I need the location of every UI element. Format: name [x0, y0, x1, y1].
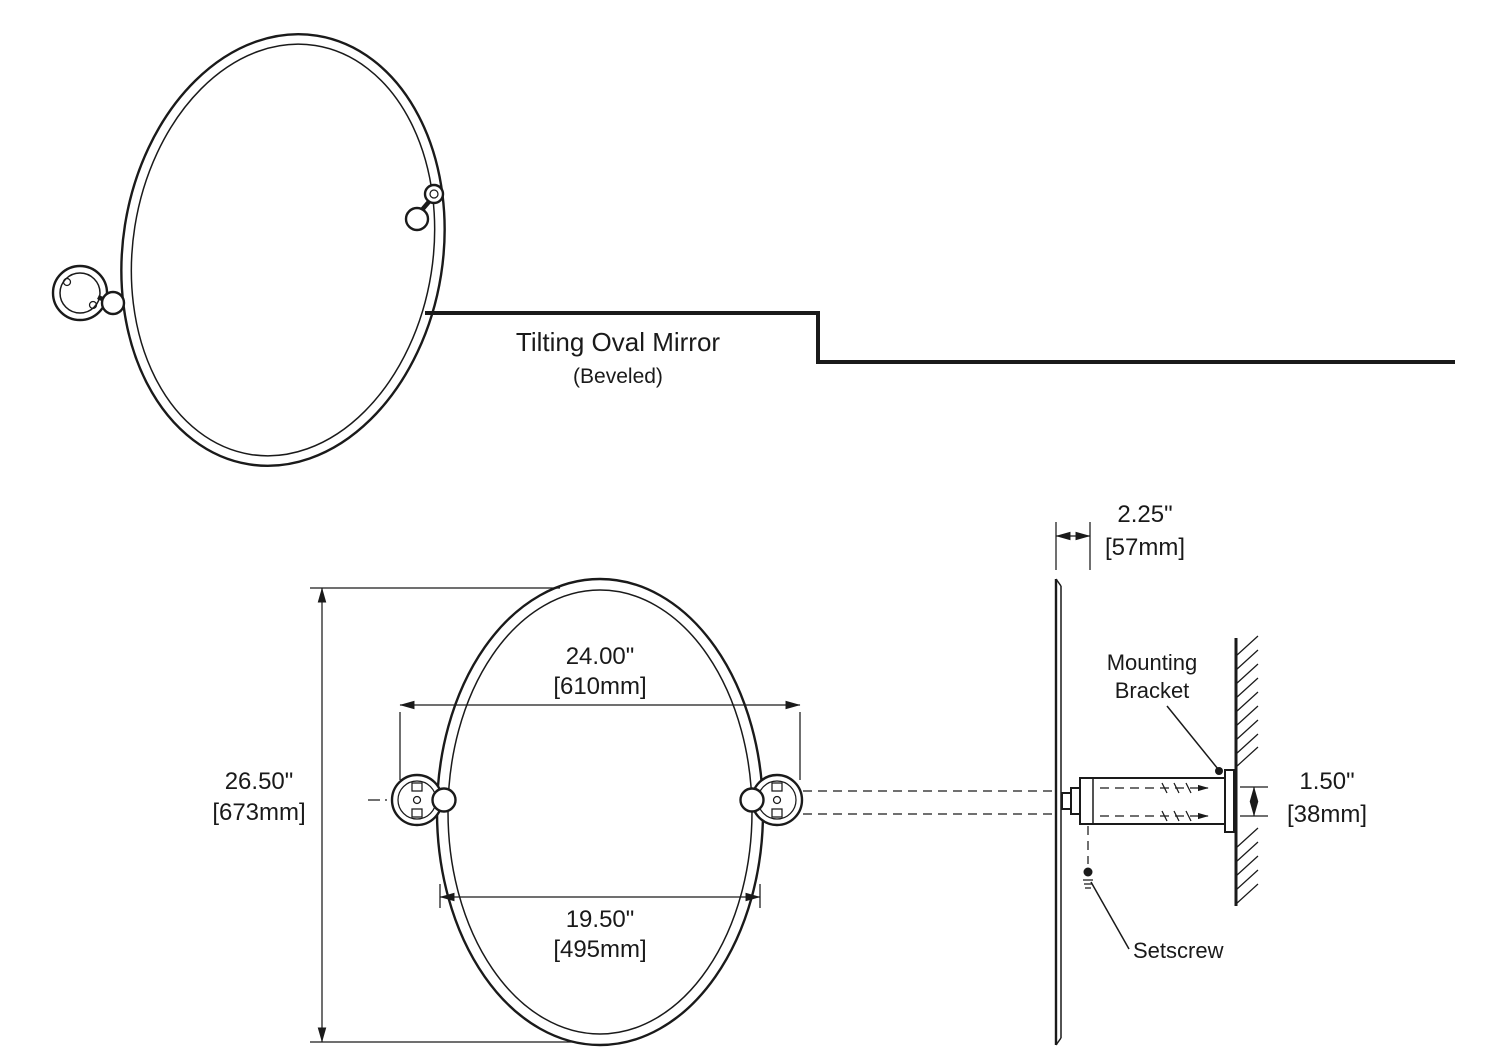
dim-bracket-inches: 1.50" [1299, 768, 1354, 795]
setscrew-label: Setscrew [1133, 938, 1224, 963]
perspective-mirror-outline [120, 33, 446, 467]
title-divider-line [425, 311, 1455, 364]
mounting-bracket-label-line1: Mounting [1107, 650, 1198, 675]
side-mirror-profile [1054, 578, 1062, 1046]
dim-width-bottom-inches: 19.50" [566, 906, 635, 933]
leader-dot [1215, 767, 1223, 775]
mounting-bracket-label-line2: Bracket [1115, 678, 1190, 703]
dim-bracket: 1.50" [38mm] [1240, 768, 1367, 828]
dim-width-top-inches: 24.00" [566, 643, 635, 670]
dim-height: 26.50" [673mm] [212, 587, 575, 1043]
dim-width-top-mm: [610mm] [553, 673, 646, 700]
page-title: Tilting Oval Mirror [516, 327, 721, 357]
setscrew-icon [1083, 867, 1093, 889]
dim-depth-mm: [57mm] [1105, 534, 1185, 561]
setscrew-callout: Setscrew [1083, 826, 1224, 963]
dim-width-bottom-mm: [495mm] [553, 936, 646, 963]
mounting-bracket [1061, 769, 1235, 833]
title-block: Tilting Oval Mirror (Beveled) [425, 311, 1455, 388]
perspective-bracket-left [51, 264, 126, 322]
wall-hatching [1235, 635, 1259, 905]
dim-depth-inches: 2.25" [1117, 501, 1172, 528]
front-view: 24.00" [610mm] 19.50" [495mm] 26.50" [67… [212, 577, 804, 1047]
dim-depth: 2.25" [57mm] [1055, 501, 1185, 570]
side-view: 2.25" [57mm] Mounting Bracket 1.50" [38m… [803, 501, 1367, 1046]
dim-height-mm: [673mm] [212, 799, 305, 826]
dim-height-inches: 26.50" [225, 768, 294, 795]
mounting-bracket-callout: Mounting Bracket [1107, 650, 1223, 775]
page-subtitle: (Beveled) [573, 365, 663, 388]
perspective-bracket-right [404, 183, 445, 232]
perspective-view [51, 33, 446, 467]
wall [1234, 635, 1259, 906]
dim-width-bottom: 19.50" [495mm] [439, 884, 761, 963]
pivot-left [390, 773, 457, 827]
dim-bracket-mm: [38mm] [1287, 801, 1367, 828]
dim-width-top: 24.00" [610mm] [399, 643, 801, 780]
pivot-right [739, 773, 804, 827]
